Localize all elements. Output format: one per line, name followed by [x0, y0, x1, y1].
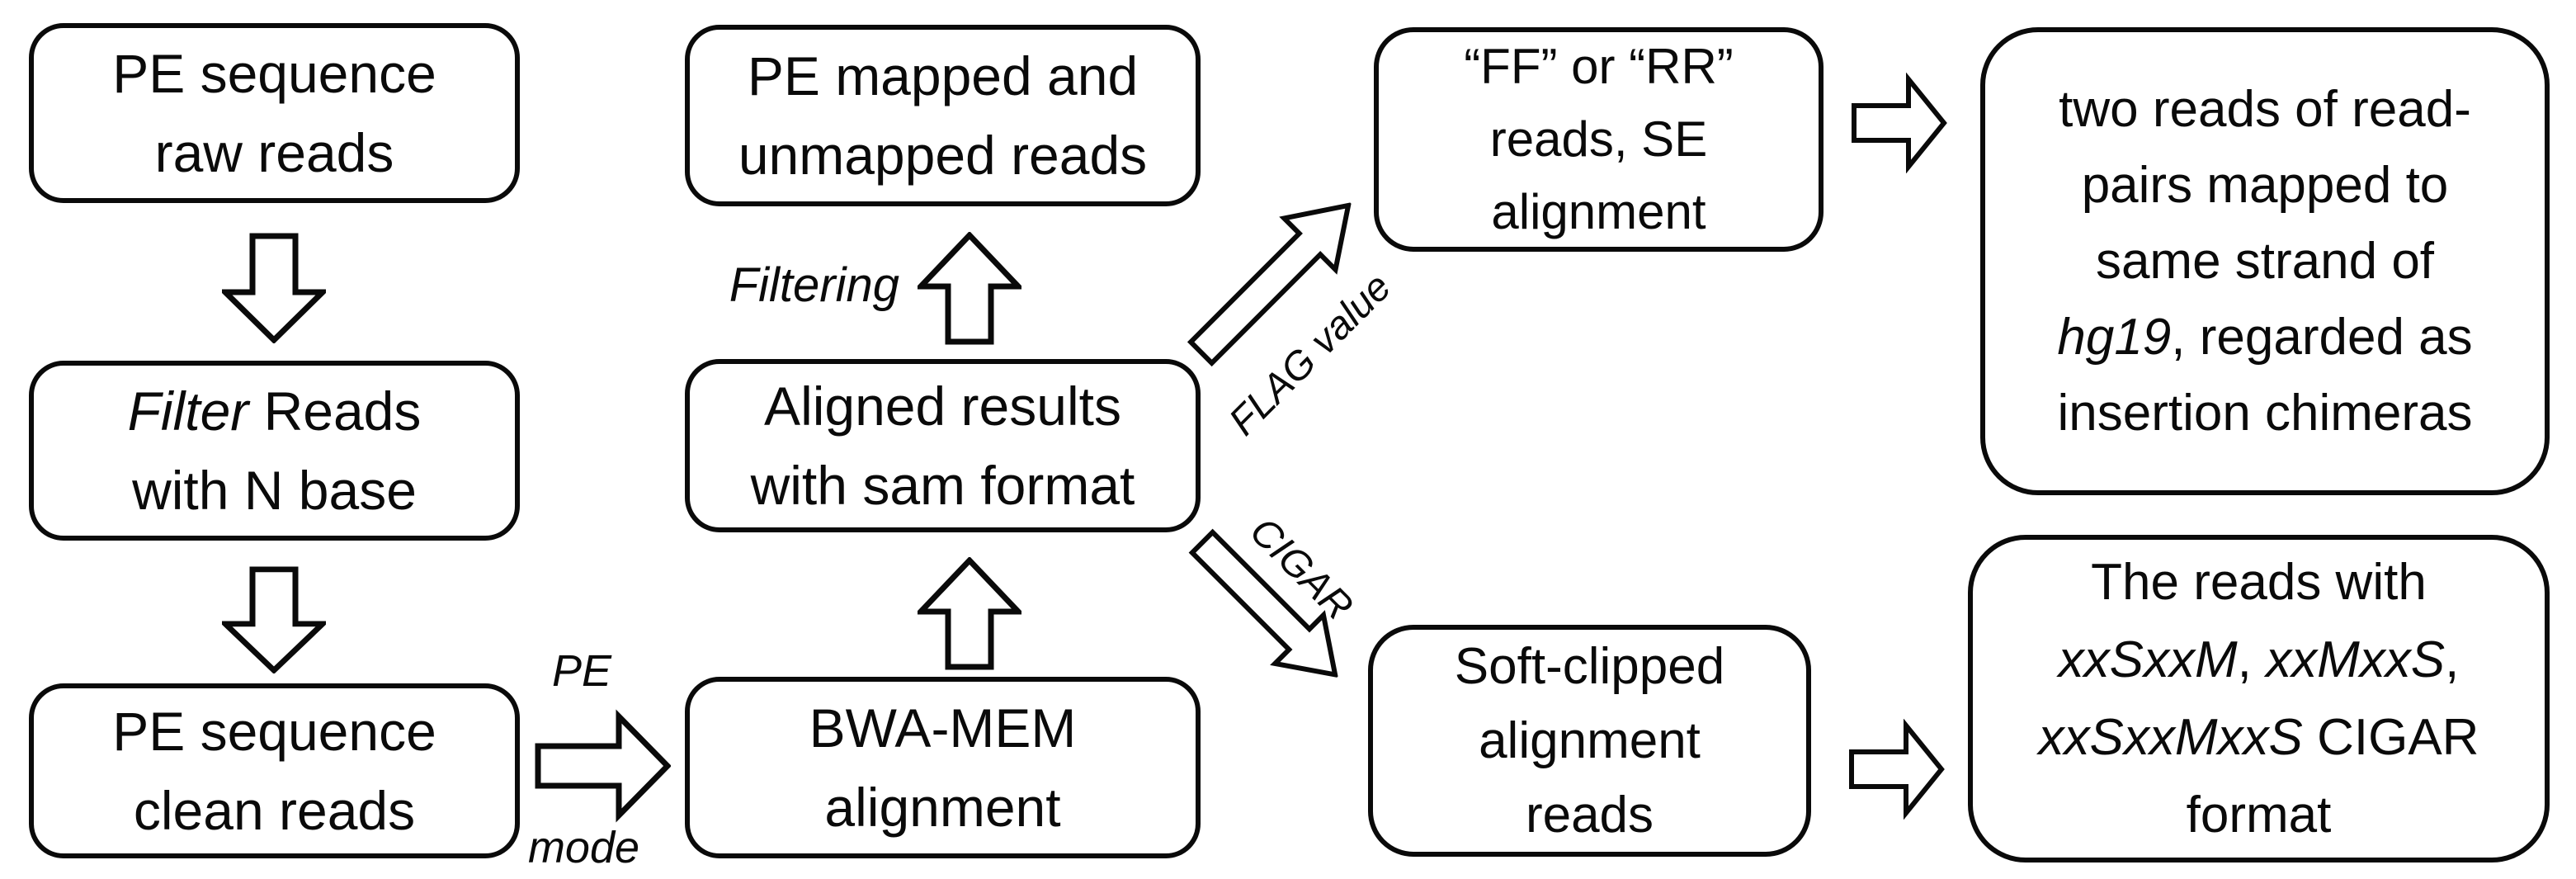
- label-filtering: Filtering: [729, 258, 899, 312]
- arrow-up-aligned-to-mapped: [918, 232, 1021, 345]
- arrow-right-pe-mode: [535, 708, 671, 824]
- arrow-right-ffrr-to-chimera: [1851, 73, 1947, 173]
- arrow-down-filter-to-clean: [222, 566, 326, 673]
- arrow-diagonal-cigar: [1172, 513, 1365, 705]
- arrow-down-raw-to-filter: [222, 233, 326, 343]
- arrow-up-bwa-to-aligned: [918, 557, 1021, 670]
- label-mode: mode: [527, 823, 640, 872]
- arrow-right-softclip-to-cigar: [1848, 719, 1945, 820]
- arrow-diagonal-flag-value: [1170, 174, 1380, 385]
- label-pe: PE: [551, 646, 612, 696]
